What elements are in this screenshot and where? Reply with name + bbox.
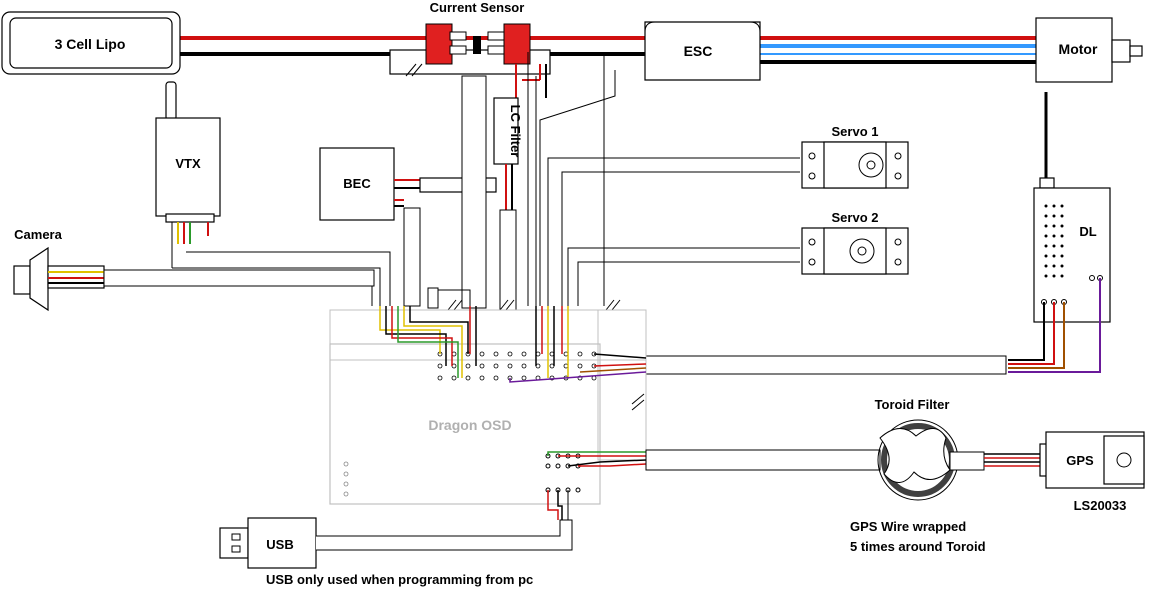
camera: Camera bbox=[13, 227, 375, 312]
motor: Motor bbox=[1035, 17, 1143, 83]
osd-gps-header bbox=[545, 451, 647, 469]
battery-3-cell-lipo: 3 Cell Lipo bbox=[1, 11, 181, 75]
usb-note: USB only used when programming from pc bbox=[266, 572, 533, 587]
current-sensor-label: Current Sensor bbox=[430, 0, 525, 15]
servo-1: Servo 1 bbox=[801, 124, 909, 189]
gps-model-label: LS20033 bbox=[1074, 498, 1127, 513]
usb-label: USB bbox=[266, 537, 293, 552]
bec-label: BEC bbox=[343, 176, 371, 191]
current-sensor: Current Sensor bbox=[389, 0, 551, 77]
osd-side-pads bbox=[343, 461, 349, 497]
servo1-label: Servo 1 bbox=[832, 124, 879, 139]
battery-label: 3 Cell Lipo bbox=[55, 36, 126, 52]
dl-pin-grid bbox=[1044, 204, 1064, 278]
gps-label: GPS bbox=[1066, 453, 1094, 468]
power-bus bbox=[180, 36, 1040, 64]
dl-module: DL bbox=[645, 92, 1111, 375]
usb-connector: USB USB only used when programming from … bbox=[219, 517, 573, 587]
lc-filter-label: LC Filter bbox=[508, 105, 523, 158]
esc-label: ESC bbox=[684, 43, 713, 59]
servo-2: Servo 2 bbox=[801, 210, 909, 275]
osd-input-wires bbox=[379, 306, 647, 383]
dragon-osd: Dragon OSD bbox=[329, 306, 647, 520]
sensor-connector-right bbox=[503, 23, 531, 65]
vtx-label: VTX bbox=[175, 156, 201, 171]
gps-note-line1: GPS Wire wrapped bbox=[850, 519, 966, 534]
osd-usb-header bbox=[545, 487, 581, 520]
gps-note-line2: 5 times around Toroid bbox=[850, 539, 986, 554]
sensor-connector-left bbox=[425, 23, 453, 65]
motor-label: Motor bbox=[1059, 41, 1098, 57]
toroid-label: Toroid Filter bbox=[875, 397, 950, 412]
esc: ESC bbox=[644, 21, 761, 81]
gps-module: GPS LS20033 GPS Wire wrapped 5 times aro… bbox=[850, 431, 1145, 554]
vtx: VTX bbox=[155, 81, 221, 268]
lc-filter: LC Filter bbox=[493, 64, 547, 210]
osd-label: Dragon OSD bbox=[428, 417, 511, 433]
toroid-filter: Toroid Filter bbox=[645, 397, 985, 501]
osd-pin-header bbox=[437, 351, 597, 381]
camera-label: Camera bbox=[14, 227, 62, 242]
dl-label: DL bbox=[1079, 224, 1096, 239]
servo2-label: Servo 2 bbox=[832, 210, 879, 225]
